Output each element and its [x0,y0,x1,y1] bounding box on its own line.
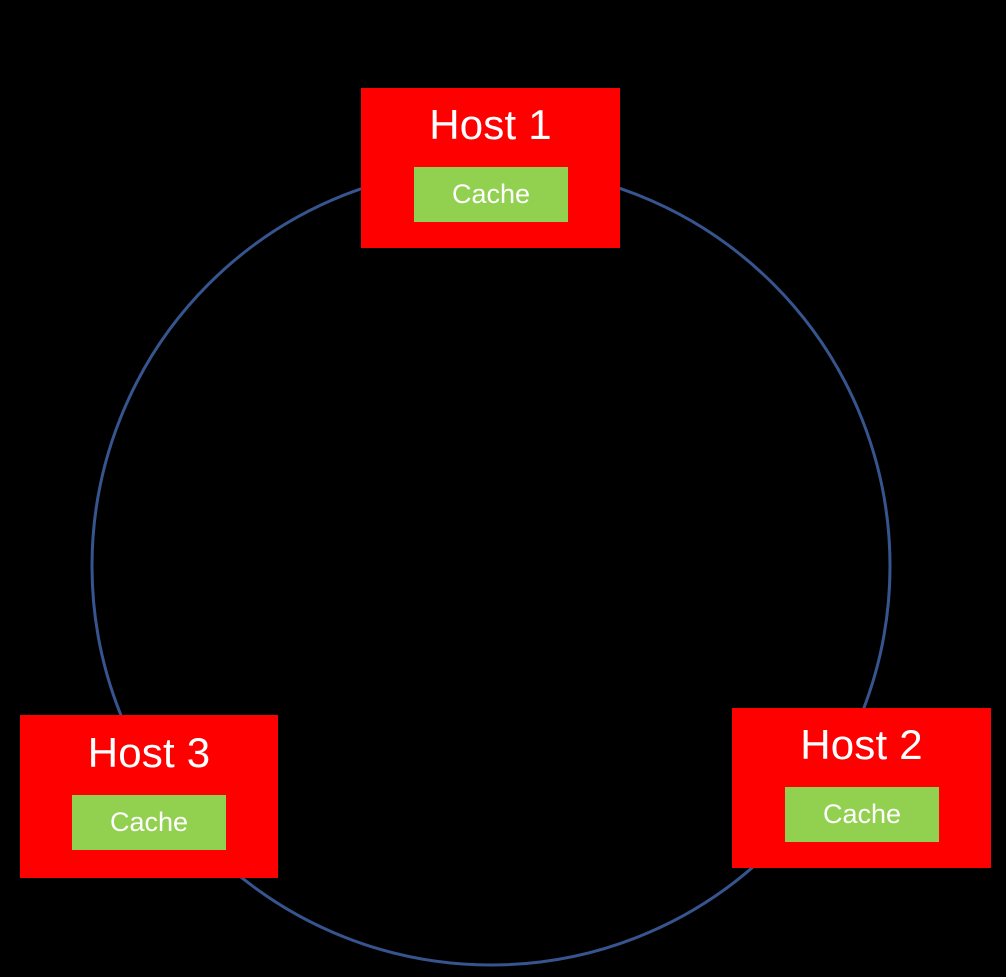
host-3-cache-box[interactable]: Cache [72,795,226,850]
host-3-cache-label: Cache [109,807,189,837]
host-1-cache-label: Cache [451,179,531,209]
host-1-cache-box[interactable]: Cache [414,167,568,222]
host-2-cache-label: Cache [822,799,902,829]
host-3-title: Host 3 [87,729,211,776]
host-1-title: Host 1 [429,101,552,148]
host-2-cache-box[interactable]: Cache [785,787,939,842]
host-2-title: Host 2 [800,721,923,768]
